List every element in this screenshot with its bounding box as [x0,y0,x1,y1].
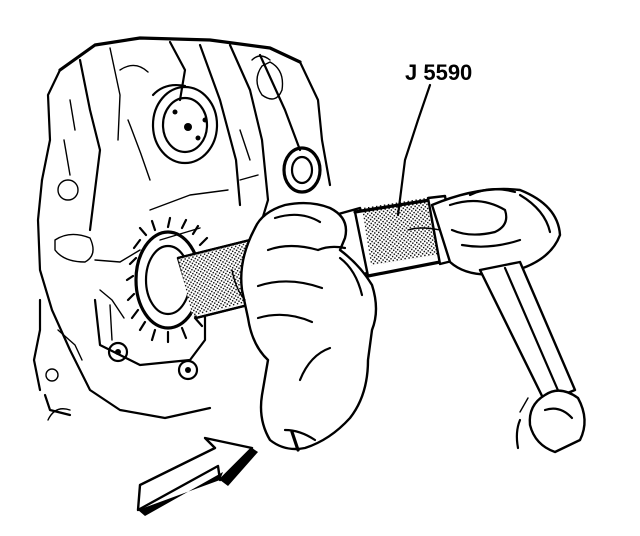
camshaft-hub [151,83,219,165]
oil-seal-ring [282,146,322,194]
direction-arrow [136,436,258,516]
callout-leader [396,83,432,217]
cover-bolts [45,341,199,382]
engine-front-cover [32,36,332,421]
tool-number-label: J 5590 [405,60,472,85]
technician-hands [231,201,586,454]
tool-j5590-installer [176,187,577,404]
